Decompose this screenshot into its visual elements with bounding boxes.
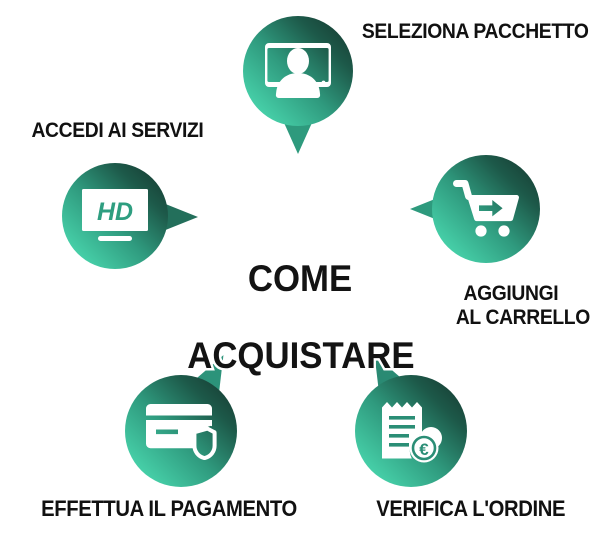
- label-aggiungi-al-carrello-line1: AGGIUNGI: [462, 281, 560, 307]
- step-effettua-il-pagamento[interactable]: [125, 348, 285, 509]
- credit-card-shield-icon: [146, 404, 217, 460]
- page-title-line1: COME: [245, 255, 354, 301]
- label-accedi-ai-servizi: ACCEDI AI SERVIZI: [30, 118, 205, 144]
- receipt-euro-icon: €: [382, 402, 442, 463]
- bubble-seleziona-pacchetto[interactable]: [243, 16, 353, 126]
- hd-monitor-icon: HD: [82, 189, 148, 241]
- page-title-line2: ACQUISTARE: [185, 333, 417, 379]
- shopping-cart-arrow-icon: [453, 180, 519, 237]
- monitor-person-icon: [265, 43, 331, 98]
- label-verifica-lordine: VERIFICA L'ORDINE: [375, 495, 567, 522]
- label-aggiungi-al-carrello-wrap: AGGIUNGI AL CARRELLO: [450, 281, 596, 331]
- page-title: COME ACQUISTARE: [185, 222, 417, 412]
- bubble-effettua-il-pagamento[interactable]: [125, 375, 237, 487]
- bubble-aggiungi-al-carrello[interactable]: [432, 155, 540, 263]
- label-seleziona-pacchetto: SELEZIONA PACCHETTO: [360, 19, 590, 45]
- step-accedi-ai-servizi[interactable]: HD: [62, 163, 212, 313]
- label-aggiungi-al-carrello-line2: AL CARRELLO: [454, 305, 591, 331]
- step-seleziona-pacchetto[interactable]: [243, 16, 393, 166]
- step-aggiungi-al-carrello[interactable]: [410, 155, 560, 305]
- label-effettua-il-pagamento: EFFETTUA IL PAGAMENTO: [40, 495, 299, 522]
- euro-symbol-text: €: [419, 440, 429, 459]
- step-verifica-lordine[interactable]: €: [355, 348, 515, 509]
- bubble-accedi-ai-servizi[interactable]: HD: [62, 163, 168, 269]
- hd-badge-text: HD: [97, 198, 133, 226]
- bubble-verifica-lordine[interactable]: €: [355, 375, 467, 487]
